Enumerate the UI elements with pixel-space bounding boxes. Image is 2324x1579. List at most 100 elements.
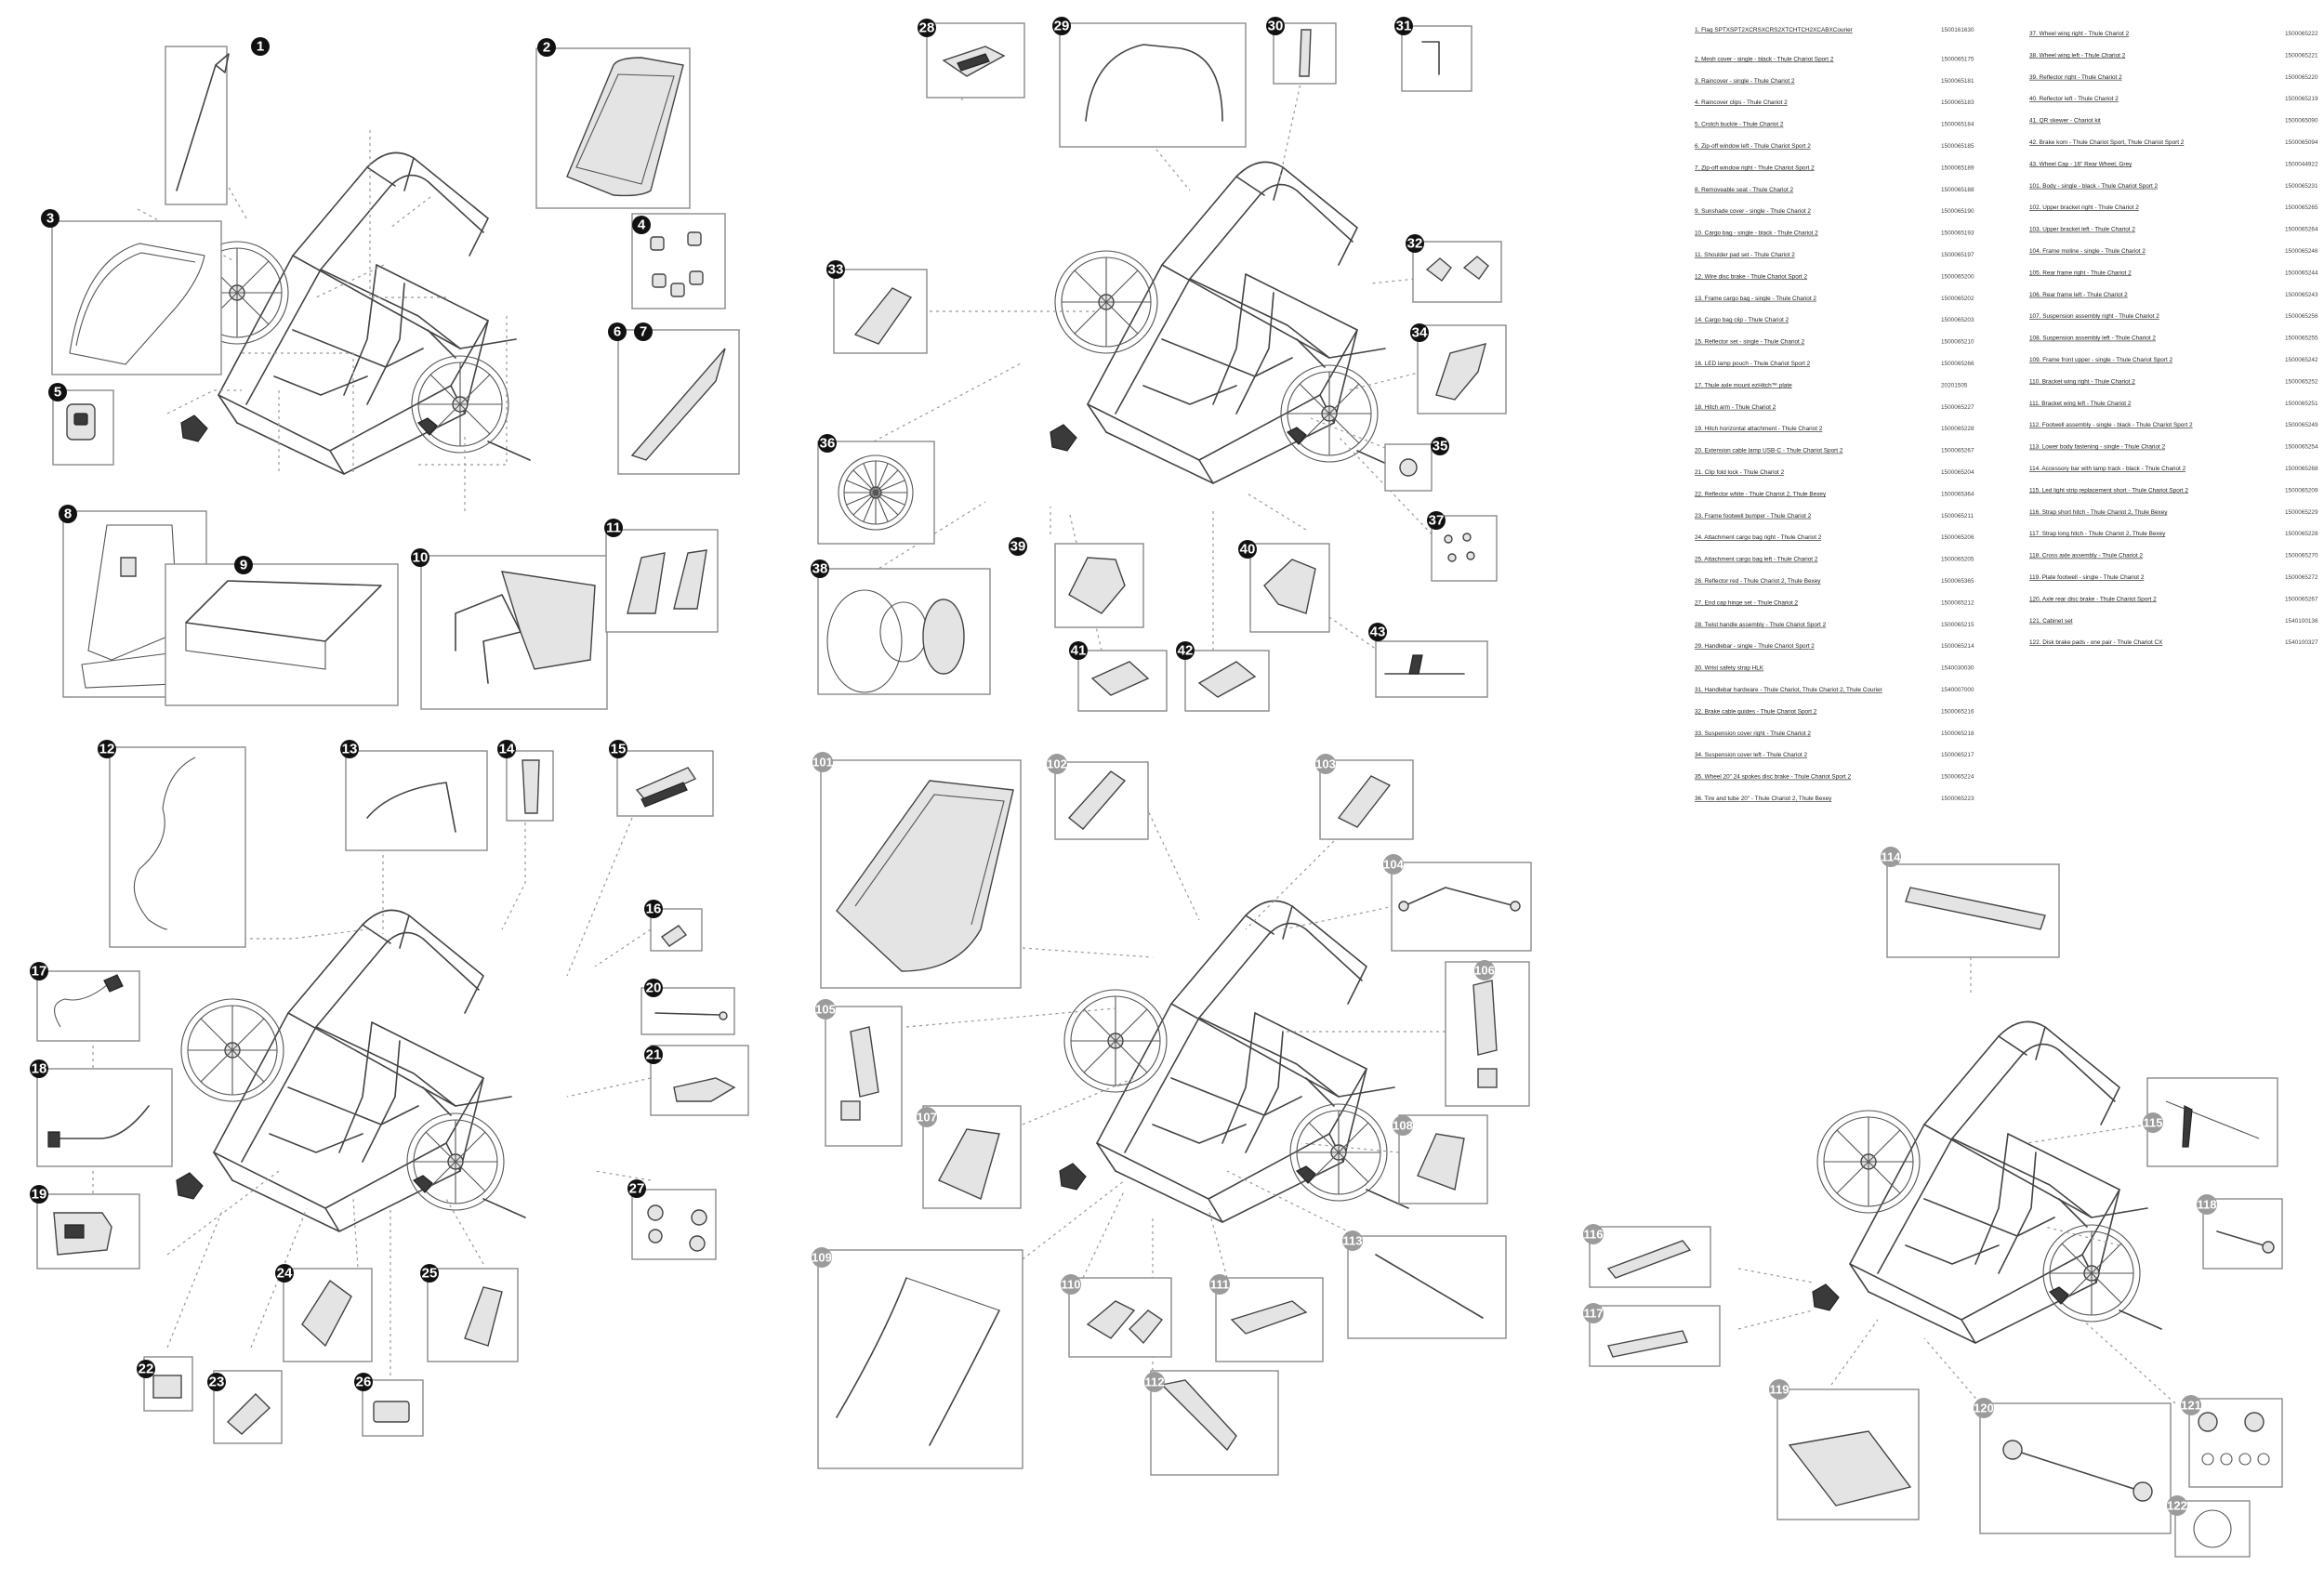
- badge-number: 22: [139, 1362, 154, 1377]
- badge-circle: [2167, 1495, 2187, 1516]
- parts-list-item-code: 1500065203: [1941, 317, 1974, 323]
- part-box-3: [51, 220, 222, 375]
- part-box-31: [1401, 25, 1472, 92]
- parts-list-item-name[interactable]: 101. Body - single - black - Thule Chari…: [2029, 183, 2159, 190]
- parts-list-item-name[interactable]: 25. Attachment cargo bag left - Thule Ch…: [1695, 557, 1818, 563]
- parts-list-item-name[interactable]: 12. Wire disc brake - Thule Chariot Spor…: [1695, 273, 1807, 280]
- parts-list-item-name[interactable]: 3. Raincover - single - Thule Chariot 2: [1695, 78, 1795, 85]
- parts-list-item-name[interactable]: 18. Hitch arm - Thule Chariot 2: [1695, 404, 1776, 411]
- parts-list-item-code: 1500065185: [1941, 143, 1974, 150]
- parts-list-item-name[interactable]: 107. Suspension assembly right - Thule C…: [2029, 313, 2159, 320]
- parts-list-item-code: 1500065256: [2285, 313, 2318, 320]
- parts-list-item-name[interactable]: 21. Clip fold lock - Thule Chariot 2: [1695, 469, 1785, 476]
- parts-list-item-name[interactable]: 29. Handlebar - single - Thule Chariot S…: [1695, 643, 1815, 650]
- parts-list-item-name[interactable]: 9. Sunshade cover - single - Thule Chari…: [1695, 208, 1811, 215]
- parts-list-item-name[interactable]: 112. Footwell assembly - single - black …: [2029, 422, 2193, 428]
- parts-list-item-name[interactable]: 119. Plate footwell - single - Thule Cha…: [2029, 574, 2145, 581]
- parts-list-item-name[interactable]: 40. Reflector left - Thule Chariot 2: [2029, 96, 2119, 102]
- parts-list-item-name[interactable]: 106. Rear frame left - Thule Chariot 2: [2029, 292, 2128, 298]
- parts-list-item-code: 1500065249: [2285, 422, 2318, 428]
- parts-list-item-name[interactable]: 104. Frame moline - single - Thule Chari…: [2029, 248, 2146, 255]
- parts-list-item-name[interactable]: 35. Wheel 20" 24 spokes disc brake - Thu…: [1695, 774, 1851, 781]
- callout-number-badge: 116: [1583, 1224, 1604, 1244]
- parts-list-item-name[interactable]: 105. Rear frame right - Thule Chariot 2: [2029, 270, 2132, 276]
- callout-number-badge: 110: [1061, 1274, 1081, 1295]
- badge-number: 106: [1474, 964, 1495, 978]
- parts-list-item-name[interactable]: 31. Handlebar hardware - Thule Chariot, …: [1695, 687, 1883, 693]
- parts-list-item-name[interactable]: 113. Lower body fastening - single - Thu…: [2029, 444, 2166, 451]
- callout-number-badge: 121: [2181, 1395, 2201, 1415]
- badge-number: 26: [356, 1375, 372, 1390]
- badge-circle: [30, 1059, 48, 1078]
- parts-list-item-name[interactable]: 32. Brake cable guides - Thule Chariot S…: [1695, 708, 1817, 715]
- callout-number-badge: 120: [1974, 1398, 1994, 1418]
- parts-list-item-name[interactable]: 34. Suspension cover left - Thule Chario…: [1695, 752, 1807, 758]
- parts-list-item-name[interactable]: 122. Disk brake pads - one pair - Thule …: [2029, 639, 2163, 646]
- parts-list-item-name[interactable]: 19. Hitch horizontal attachment - Thule …: [1695, 426, 1823, 432]
- badge-circle: [608, 322, 627, 341]
- parts-list-item-name[interactable]: 13. Frame cargo bag - single - Thule Cha…: [1695, 296, 1816, 302]
- parts-list-item-name[interactable]: 117. Strap long hitch - Thule Chariot 2,…: [2029, 531, 2166, 537]
- parts-list-item-name[interactable]: 7. Zip-off window right - Thule Chariot …: [1695, 164, 1815, 171]
- parts-list-item-name[interactable]: 8. Removeable seat - Thule Chariot 2: [1695, 187, 1794, 193]
- parts-list-item-name[interactable]: 41. QR skewer - Chariot kit: [2029, 118, 2101, 125]
- parts-list-item-code: 1500065243: [2285, 292, 2318, 298]
- parts-list-item-name[interactable]: 43. Wheel Cap - 16" Rear Wheel, Grey: [2029, 161, 2133, 167]
- parts-list-item-name[interactable]: 22. Reflector white - Thule Chariot 2, T…: [1695, 491, 1827, 497]
- badge-circle: [1315, 754, 1336, 774]
- parts-list-item-name[interactable]: 28. Twist handle assembly - Thule Chario…: [1695, 622, 1827, 628]
- parts-list-item-name[interactable]: 23. Frame footwell bumper - Thule Chario…: [1695, 513, 1812, 520]
- parts-list-item-name[interactable]: 110. Bracket wing right - Thule Chariot …: [2029, 378, 2135, 385]
- parts-list-item-name[interactable]: 115. Led light strip replacement short -…: [2029, 487, 2188, 493]
- parts-list-item-name[interactable]: 37. Wheel wing right - Thule Chariot 2: [2029, 31, 2130, 37]
- badge-number: 113: [1343, 1234, 1363, 1248]
- parts-list-item-name[interactable]: 16. LED lamp pouch - Thule Chariot Sport…: [1695, 361, 1811, 367]
- parts-list-item-code: 1500065221: [2285, 52, 2318, 59]
- parts-list-item-name[interactable]: 109. Frame front upper - single - Thule …: [2029, 357, 2172, 363]
- badge-circle: [354, 1373, 373, 1391]
- parts-list-item-name[interactable]: 111. Bracket wing left - Thule Chariot 2: [2029, 401, 2132, 407]
- parts-list-item-name[interactable]: 102. Upper bracket right - Thule Chariot…: [2029, 204, 2139, 211]
- parts-list-item-name[interactable]: 20. Extension cable lamp USB-C - Thule C…: [1695, 448, 1843, 454]
- parts-list-item-name[interactable]: 11. Shoulder pad set - Thule Chariot 2: [1695, 252, 1795, 258]
- parts-list-item-name[interactable]: 33. Suspension cover right - Thule Chari…: [1695, 730, 1811, 737]
- parts-list-item-name[interactable]: 26. Reflector red - Thule Chariot 2, Thu…: [1695, 578, 1821, 585]
- badge-circle: [609, 740, 627, 758]
- callout-number-badge: 32: [1406, 234, 1424, 253]
- parts-list-item-name[interactable]: 1. Flag SPTXSPT2XCRSXCRS2XTCHTCH2XCABXCo…: [1695, 27, 1854, 33]
- parts-list-item-name[interactable]: 10. Cargo bag - single - black - Thule C…: [1695, 230, 1818, 237]
- parts-list-item-name[interactable]: 14. Cargo bag clip - Thule Chariot 2: [1695, 317, 1789, 323]
- parts-list-item-name[interactable]: 39. Reflector right - Thule Chariot 2: [2029, 74, 2122, 81]
- parts-list-item-code: 20201505: [1941, 382, 1968, 388]
- parts-list-item-name[interactable]: 27. End cap hinge set - Thule Chariot 2: [1695, 599, 1799, 606]
- parts-list-item-code: 1500065210: [1941, 339, 1974, 346]
- parts-list-item-name[interactable]: 17. Thule axle mount ezHitch™ plate: [1695, 382, 1792, 388]
- parts-list-item-name[interactable]: 42. Brake kom - Thule Chariot Sport, Thu…: [2029, 139, 2185, 146]
- badge-circle: [1009, 537, 1027, 556]
- parts-list-item-name[interactable]: 116. Strap short hitch - Thule Chariot 2…: [2029, 509, 2168, 516]
- parts-list-item-code: 1500065212: [1941, 599, 1974, 606]
- parts-list-item-name[interactable]: 4. Raincover clips - Thule Chariot 2: [1695, 99, 1788, 106]
- parts-list-item-name[interactable]: 121. Cabinet set: [2029, 618, 2073, 625]
- parts-list-item-name[interactable]: 15. Reflector set - single - Thule Chari…: [1695, 339, 1805, 346]
- parts-list-item-name[interactable]: 6. Zip-off window left - Thule Chariot S…: [1695, 143, 1811, 150]
- parts-list-item-name[interactable]: 2. Mesh cover - single - black - Thule C…: [1695, 56, 1834, 62]
- callout-number-badge: 24: [275, 1264, 294, 1283]
- parts-list-item-name[interactable]: 103. Upper bracket left - Thule Chariot …: [2029, 227, 2135, 233]
- callout-number-badge: 117: [1583, 1303, 1604, 1323]
- badge-number: 13: [342, 742, 358, 757]
- parts-list-item-name[interactable]: 36. Tire and tube 20" - Thule Chariot 2,…: [1695, 796, 1832, 802]
- parts-list-item-name[interactable]: 24. Attachment cargo bag right - Thule C…: [1695, 534, 1822, 541]
- parts-list-item-name[interactable]: 114. Accessory bar with lamp track - bla…: [2029, 466, 2186, 472]
- parts-list-item-name[interactable]: 38. Wheel wing left - Thule Chariot 2: [2029, 52, 2126, 59]
- part-box-12: [109, 746, 246, 948]
- parts-list-item-name[interactable]: 108. Suspension assembly left - Thule Ch…: [2029, 336, 2156, 342]
- parts-list-item-name[interactable]: 120. Axle rear disc brake - Thule Chario…: [2029, 596, 2157, 602]
- callout-number-badge: 31: [1394, 17, 1413, 35]
- parts-list-item-name[interactable]: 5. Crotch buckle - Thule Chariot 2: [1695, 122, 1784, 128]
- parts-list-item-name[interactable]: 30. Wrist safety strap HLK: [1695, 665, 1764, 672]
- parts-list-item-code: 1500065223: [1941, 796, 1974, 802]
- badge-circle: [812, 1247, 832, 1268]
- parts-list-item-name[interactable]: 118. Cross axle assembly - Thule Chariot…: [2029, 553, 2143, 559]
